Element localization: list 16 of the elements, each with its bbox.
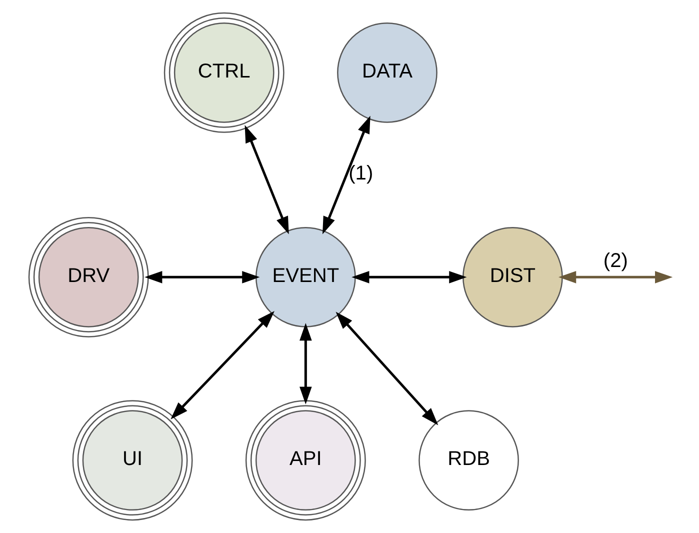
- edge-label: (1): [348, 162, 374, 185]
- arrow: [322, 116, 370, 234]
- arrow: [558, 271, 673, 284]
- edge-label: (2): [603, 250, 628, 272]
- node-circle: CTRL: [164, 12, 284, 133]
- arrow: [336, 312, 438, 426]
- node-circle: DATA: [337, 22, 438, 123]
- node-circle: API: [245, 400, 366, 521]
- node-circle: DIST: [462, 226, 563, 328]
- arrow: [352, 271, 467, 284]
- arrow: [244, 125, 289, 234]
- node-circle: RDB: [418, 410, 519, 511]
- arrow: [144, 271, 260, 284]
- arrow: [170, 310, 274, 420]
- node-circle: DRV: [28, 216, 149, 338]
- arrow: [300, 323, 312, 404]
